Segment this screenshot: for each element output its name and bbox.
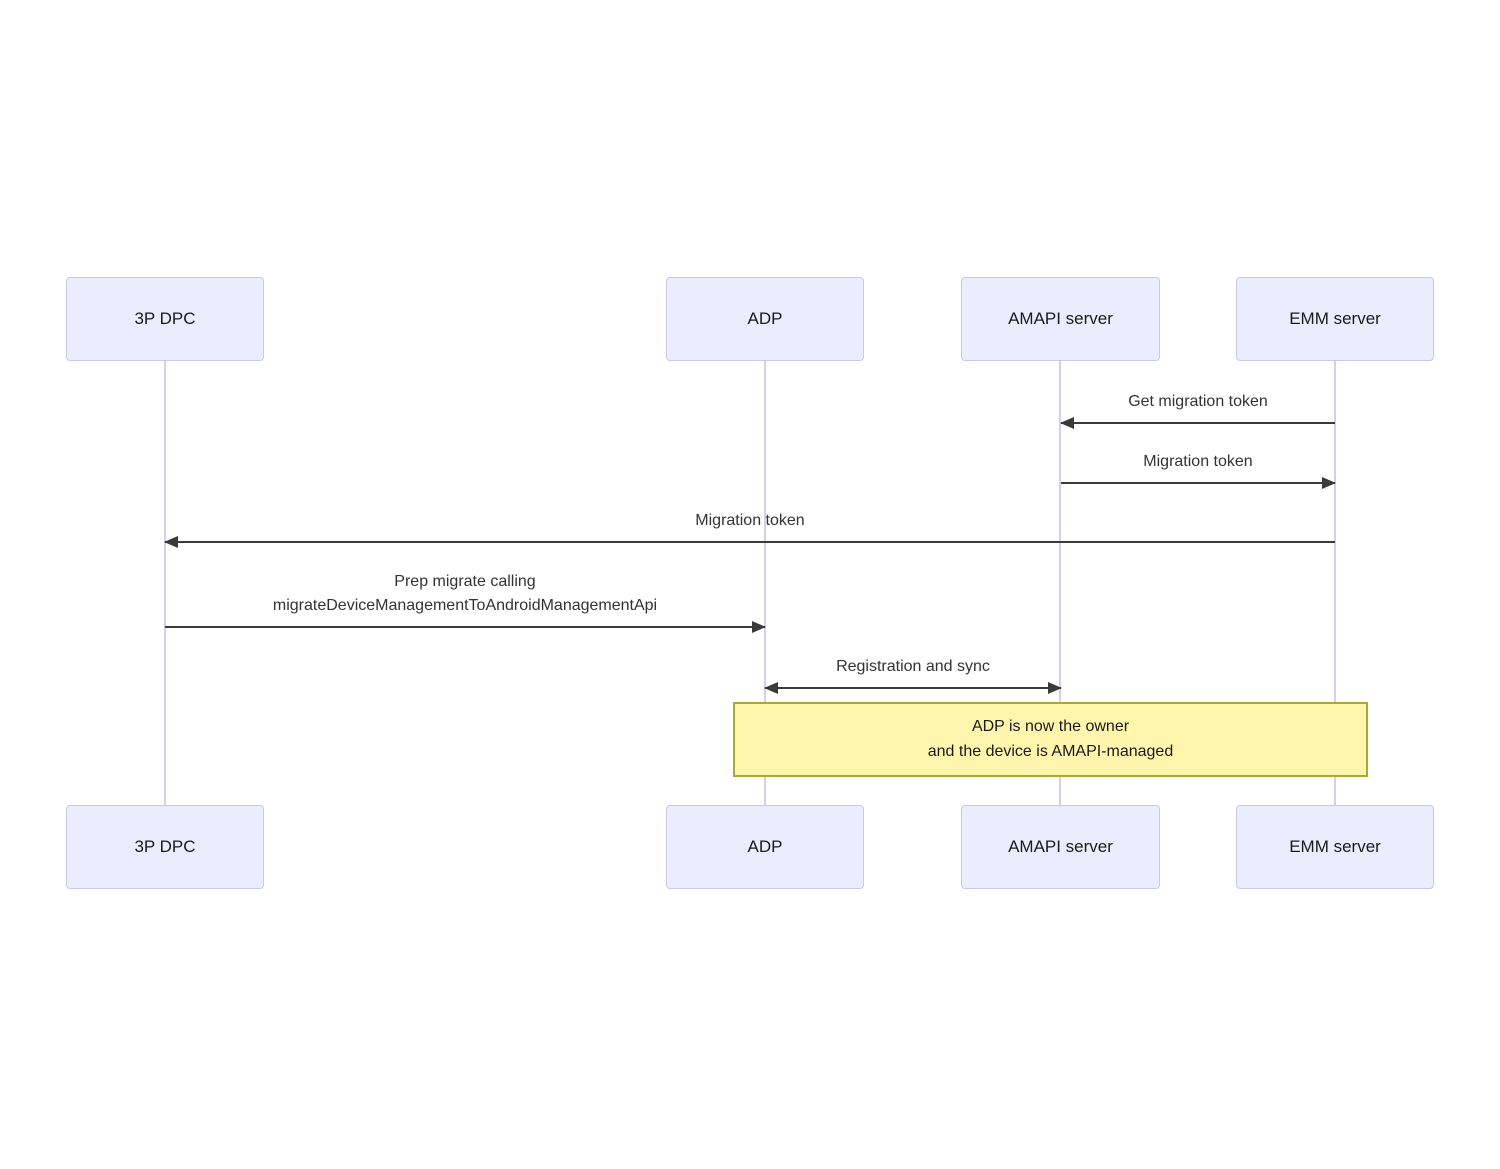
message-arrow-prep-migrate: [165, 621, 766, 633]
actor-label: 3P DPC: [134, 837, 196, 856]
lifeline-adp: [764, 361, 766, 805]
arrowhead-right-icon: [1322, 477, 1336, 489]
lifeline-3p-dpc: [164, 361, 166, 805]
arrowhead-left-icon: [1060, 417, 1074, 429]
note-adp-owner: ADP is now the owner and the device is A…: [733, 702, 1368, 777]
actor-label: EMM server: [1289, 309, 1381, 328]
actor-top-3p-dpc: 3P DPC: [66, 277, 264, 361]
actor-label: ADP: [747, 837, 783, 856]
message-label-prep-migrate: Prep migrate calling migrateDeviceManage…: [165, 570, 765, 618]
actor-label: ADP: [747, 309, 783, 328]
message-arrow-registration-and-sync: [764, 682, 1062, 694]
arrowhead-left-icon: [164, 536, 178, 548]
actor-label: EMM server: [1289, 837, 1381, 856]
message-label-migration-token-1: Migration token: [1143, 453, 1253, 470]
message-label-line-2: migrateDeviceManagementToAndroidManageme…: [272, 597, 658, 614]
message-label-get-migration-token: Get migration token: [1128, 393, 1268, 410]
actor-top-adp: ADP: [666, 277, 864, 361]
lifeline-emm-server: [1334, 361, 1336, 805]
note-line-2: and the device is AMAPI-managed: [927, 743, 1174, 760]
actor-bottom-amapi-server: AMAPI server: [961, 805, 1160, 889]
message-arrow-migration-token-1: [1061, 477, 1336, 489]
message-arrow-get-migration-token: [1060, 417, 1335, 429]
actor-label: AMAPI server: [1008, 309, 1113, 328]
actor-top-emm-server: EMM server: [1236, 277, 1434, 361]
actor-bottom-emm-server: EMM server: [1236, 805, 1434, 889]
note-line-1: ADP is now the owner: [971, 718, 1130, 735]
arrowhead-left-icon: [764, 682, 778, 694]
arrowhead-right-icon: [1048, 682, 1062, 694]
lifeline-amapi-server: [1059, 361, 1061, 805]
actor-bottom-adp: ADP: [666, 805, 864, 889]
message-label-line-1: Prep migrate calling: [394, 573, 536, 590]
actor-top-amapi-server: AMAPI server: [961, 277, 1160, 361]
message-label-migration-token-2: Migration token: [695, 512, 805, 529]
message-label-registration-and-sync: Registration and sync: [836, 658, 990, 675]
actor-label: 3P DPC: [134, 309, 196, 328]
actor-bottom-3p-dpc: 3P DPC: [66, 805, 264, 889]
arrowhead-right-icon: [752, 621, 766, 633]
message-arrow-migration-token-2: [164, 536, 1335, 548]
actor-label: AMAPI server: [1008, 837, 1113, 856]
